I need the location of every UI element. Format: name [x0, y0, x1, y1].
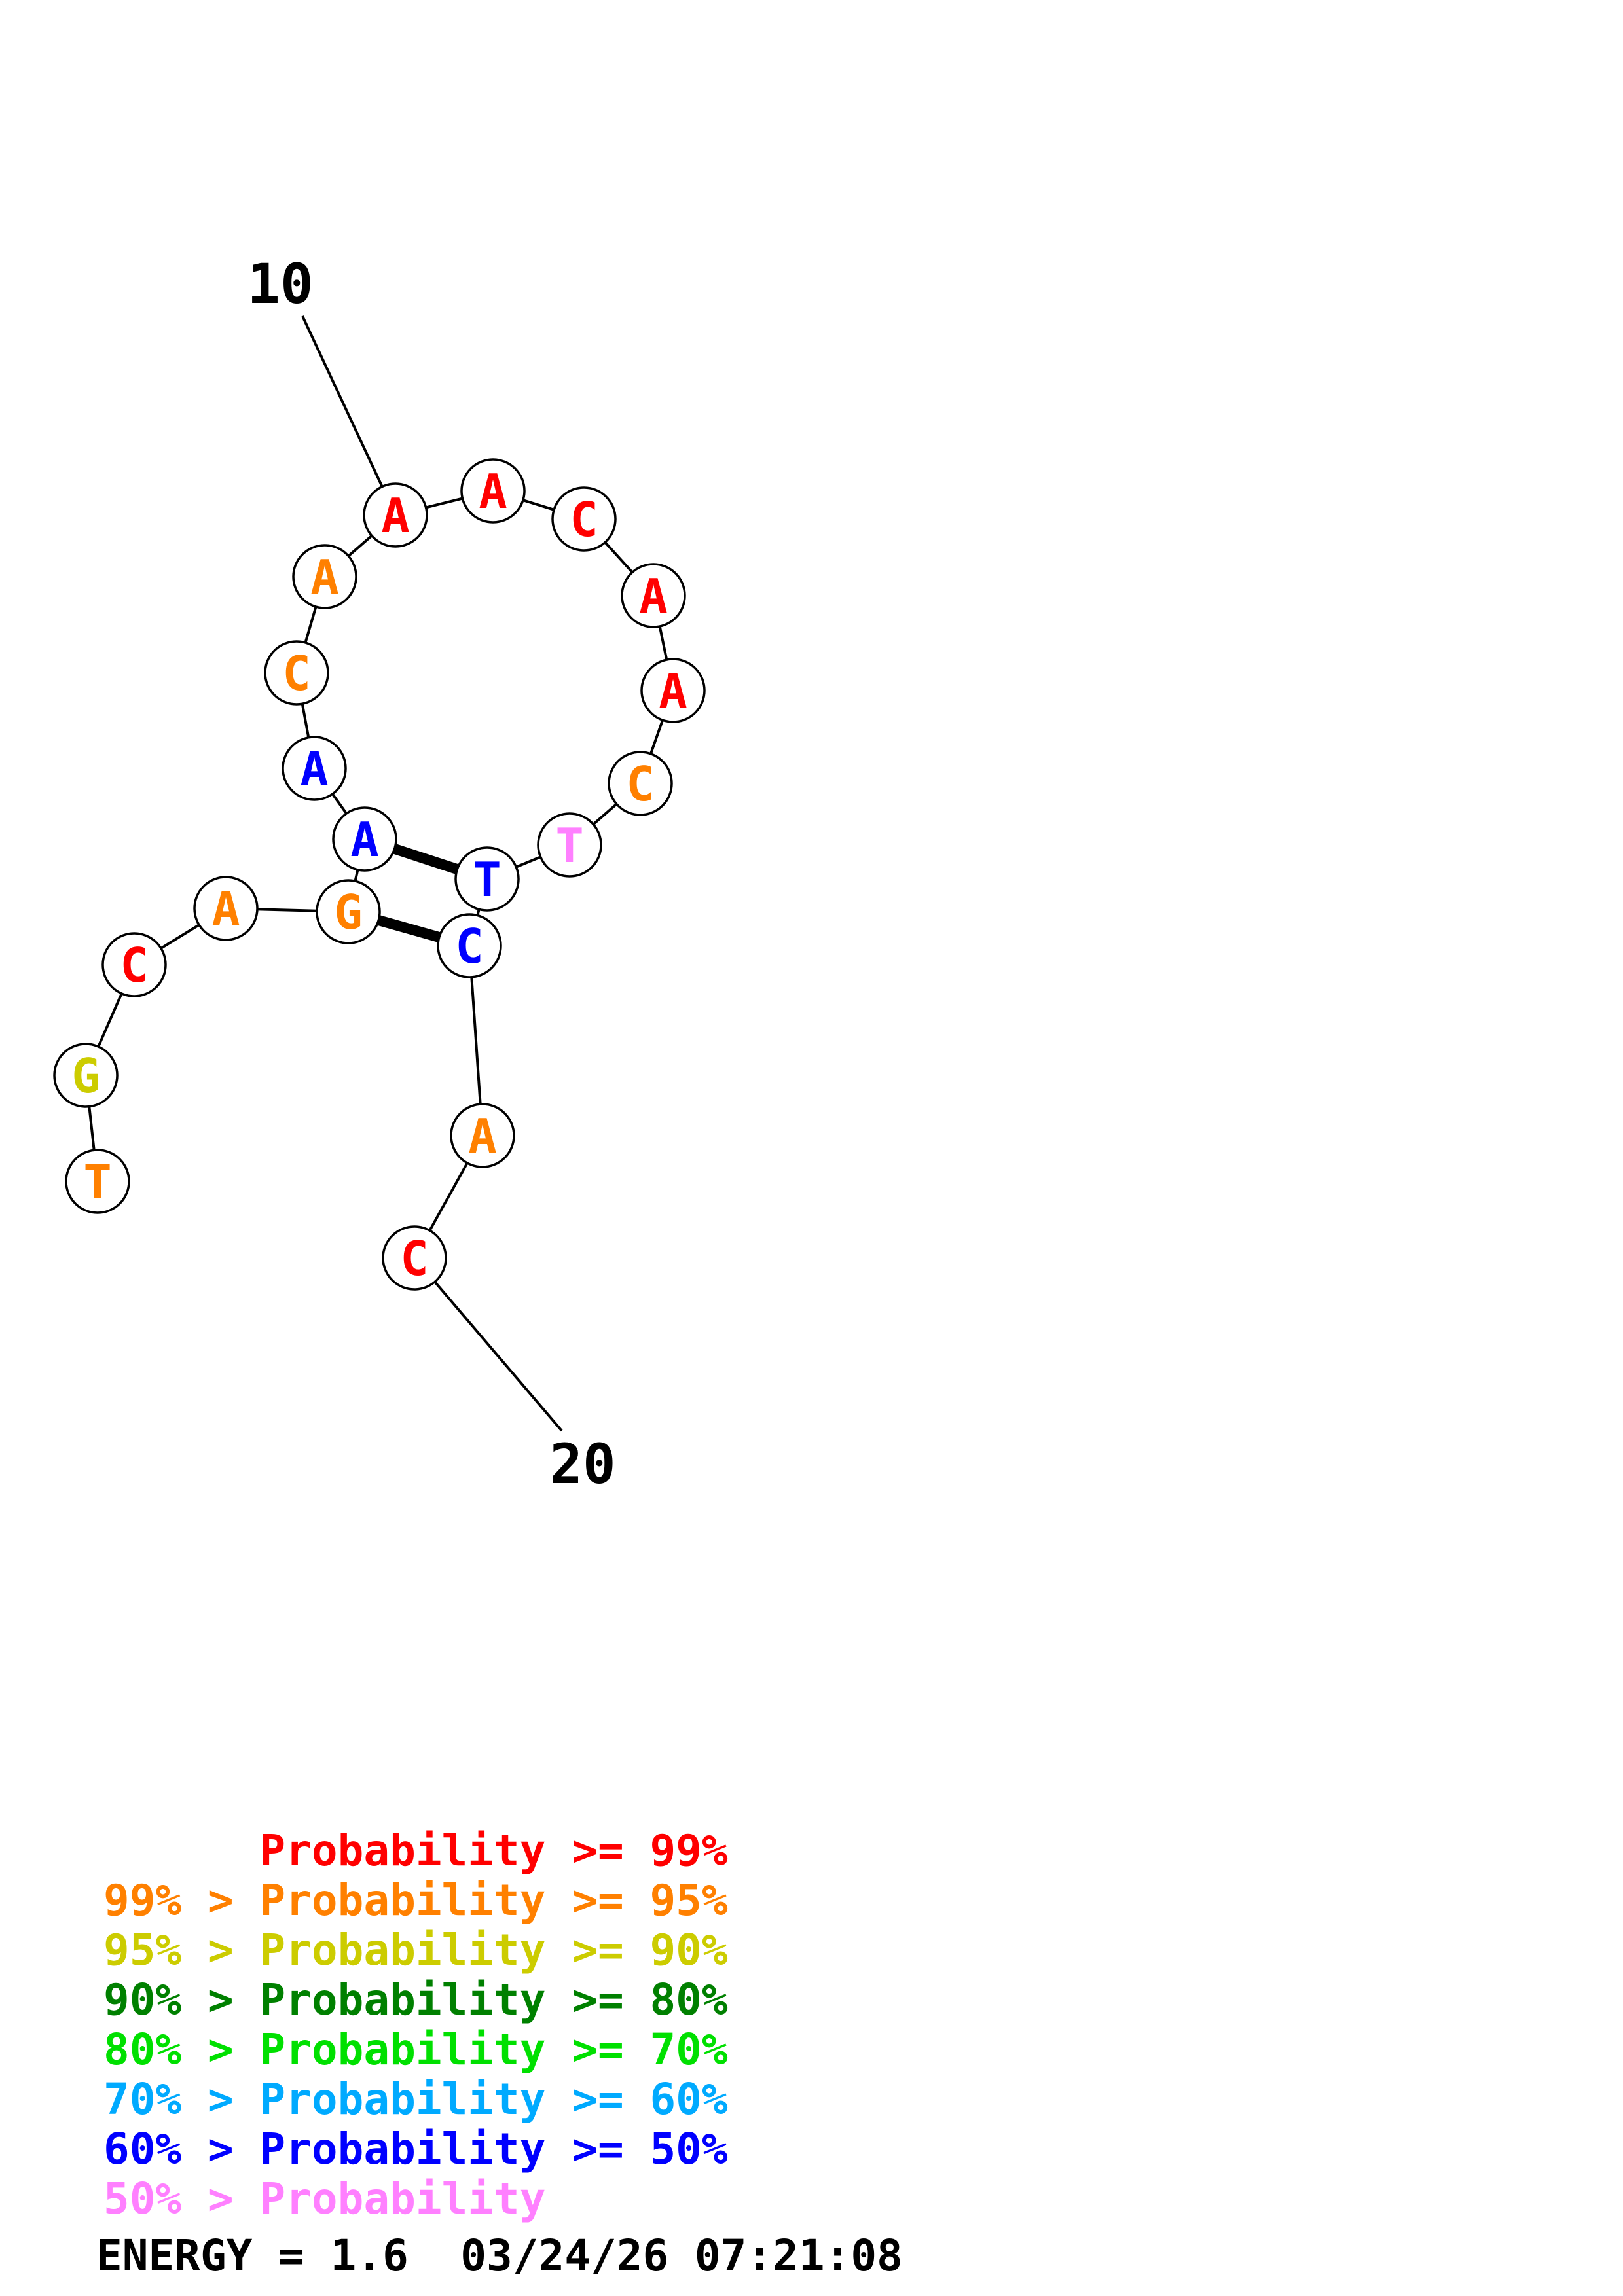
legend-line-1: 99% > Probability >= 95% — [103, 1875, 728, 1926]
nucleotide-letter: A — [211, 882, 240, 937]
nucleotide-letter: C — [400, 1231, 428, 1286]
nucleotide-circle — [53, 1043, 119, 1108]
legend-line-4: 80% > Probability >= 70% — [103, 2024, 728, 2075]
nucleotide-2-G: G — [53, 1043, 119, 1108]
nucleotide-circle — [640, 658, 706, 723]
nucleotide-letter: A — [659, 664, 687, 719]
nucleotide-16-T: T — [537, 812, 602, 878]
legend-line-7: 50% > Probability — [103, 2174, 546, 2224]
legend-line-3: 90% > Probability >= 80% — [103, 1975, 728, 2025]
nucleotide-5-G: G — [316, 879, 381, 944]
nucleotide-1-T: T — [65, 1149, 130, 1214]
nucleotide-circle — [382, 1225, 447, 1291]
sequence-number-label: 10 — [247, 252, 313, 316]
probability-legend: Probability >= 99%99% > Probability >= 9… — [103, 1826, 728, 2224]
nucleotide-letter: C — [282, 646, 310, 701]
sequence-number-line — [413, 1257, 563, 1432]
nucleotide-letter: G — [71, 1049, 100, 1103]
nucleotide-circle — [437, 913, 502, 978]
nucleotide-letter: T — [555, 818, 583, 873]
nucleotide-letter: C — [455, 919, 483, 974]
nucleotide-letter: A — [381, 488, 409, 543]
legend-line-2: 95% > Probability >= 90% — [103, 1925, 728, 1975]
nucleotide-8-C: C — [264, 640, 329, 706]
nucleotide-circle — [450, 1103, 515, 1168]
nucleotide-circle — [65, 1149, 130, 1214]
legend-line-5: 70% > Probability >= 60% — [103, 2074, 728, 2125]
sequence-number-line — [301, 315, 397, 516]
nucleotide-20-C: C — [382, 1225, 447, 1291]
nucleotide-circle — [454, 846, 520, 912]
nucleotide-circle — [537, 812, 602, 878]
nucleotide-letter: A — [639, 569, 667, 624]
nucleotide-letter: A — [479, 464, 507, 519]
nucleotide-18-C: C — [437, 913, 502, 978]
nucleotide-circle — [292, 544, 357, 609]
nucleotide-letter: A — [300, 742, 328, 797]
nucleotide-circle — [316, 879, 381, 944]
nucleotide-letter: T — [473, 852, 501, 907]
nucleotide-3-C: C — [101, 932, 167, 997]
nucleotide-circle — [101, 932, 167, 997]
nucleotide-circle — [551, 486, 617, 552]
sequence-number-label: 20 — [549, 1432, 615, 1496]
nucleotide-letter: A — [350, 812, 378, 867]
nucleotide-17-T: T — [454, 846, 520, 912]
nucleotide-12-C: C — [551, 486, 617, 552]
nucleotide-9-A: A — [292, 544, 357, 609]
nucleotide-circle — [621, 563, 686, 628]
nucleotide-circle — [193, 876, 259, 941]
nucleotide-14-A: A — [640, 658, 706, 723]
nucleotide-7-A: A — [282, 736, 347, 801]
nucleotide-letter: C — [570, 492, 598, 547]
legend-line-0: Probability >= 99% — [103, 1825, 728, 1876]
nucleotide-circle — [363, 482, 428, 548]
energy-footer: ENERGY = 1.6 03/24/26 07:21:08 — [96, 2231, 903, 2281]
nucleotide-letter: T — [83, 1155, 111, 1210]
nucleotide-13-A: A — [621, 563, 686, 628]
nucleotide-letter: G — [334, 885, 362, 940]
nucleotide-4-A: A — [193, 876, 259, 941]
nucleotide-letter: C — [120, 938, 148, 993]
nucleotide-circle — [608, 751, 673, 816]
nucleotide-letter: C — [626, 757, 654, 812]
nucleotide-6-A: A — [332, 806, 397, 872]
nucleotide-letter: A — [468, 1109, 496, 1164]
nucleotide-15-C: C — [608, 751, 673, 816]
nucleotide-11-A: A — [460, 458, 526, 524]
nucleotide-circle — [282, 736, 347, 801]
nucleotide-circle — [264, 640, 329, 706]
nucleotide-circle — [332, 806, 397, 872]
nucleotide-circle — [460, 458, 526, 524]
legend-line-6: 60% > Probability >= 50% — [103, 2124, 728, 2174]
nucleotide-19-A: A — [450, 1103, 515, 1168]
nucleotide-letter: A — [310, 550, 338, 605]
nucleotide-10-A: A — [363, 482, 428, 548]
